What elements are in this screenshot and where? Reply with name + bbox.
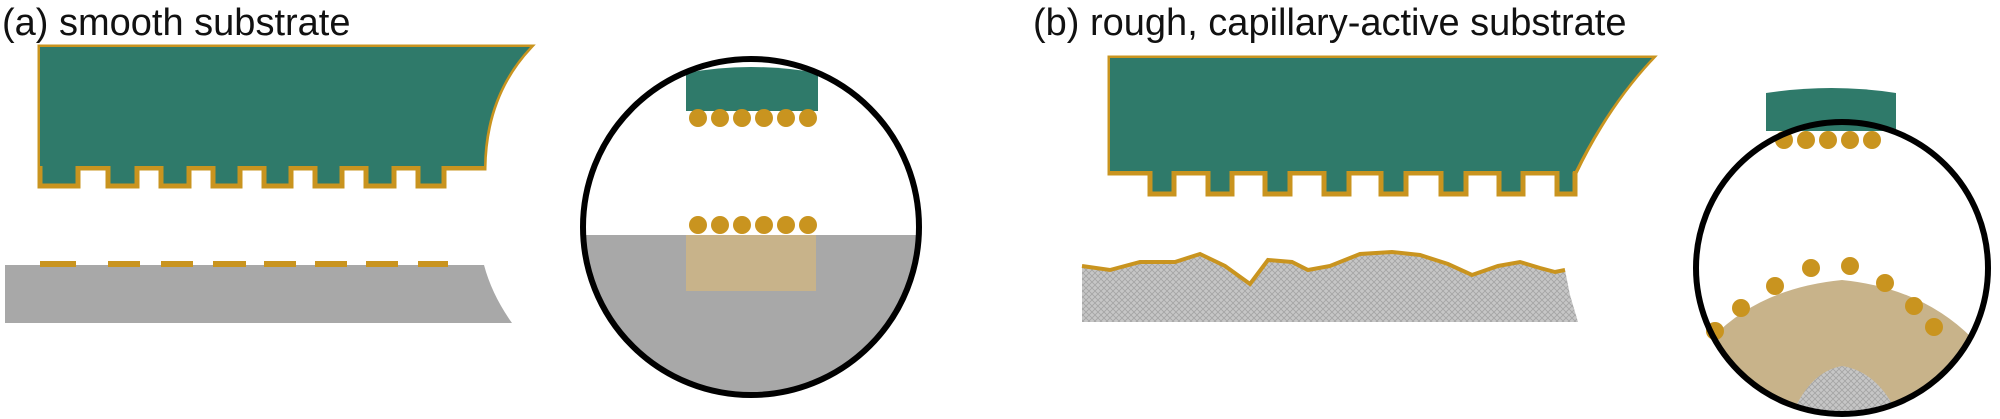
panel-b-title: (b) rough, capillary-active substrate [1033, 2, 1627, 44]
circle-border-a [580, 56, 922, 398]
ink-patches-a [40, 261, 448, 267]
ink-film-b [1081, 249, 1566, 287]
particles-a-top [689, 109, 817, 127]
panel-a-title: (a) smooth substrate [2, 2, 351, 44]
circle-border-b [1693, 119, 1991, 417]
substrate-a [5, 265, 512, 323]
panel-b [1081, 55, 1991, 417]
particles-a-bottom [689, 216, 817, 234]
stamp-tooth-b-zoom [1766, 88, 1896, 131]
absorbed-zone-b [1712, 280, 1972, 414]
substrate-b-zoom [1790, 366, 1900, 414]
zoom-circle-b [1693, 88, 1991, 417]
substrate-b [1082, 252, 1578, 322]
panel-a [5, 44, 922, 398]
zoom-circle-a [580, 56, 922, 398]
particles-b-dome [1706, 257, 1943, 340]
stamp-tooth-a-zoom [686, 67, 818, 111]
stamp-b-body [1110, 58, 1652, 171]
stamp-a-body [40, 47, 530, 166]
absorbed-zone-a [686, 235, 816, 291]
